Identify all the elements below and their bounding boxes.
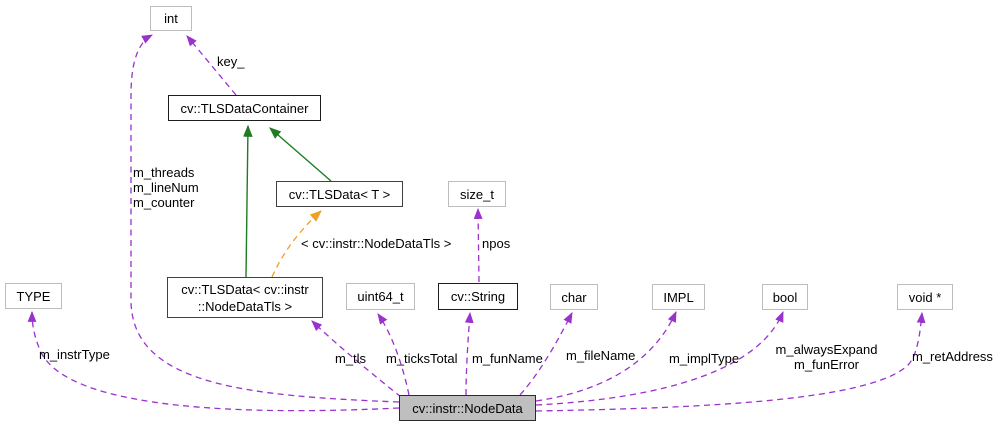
edge-string-npos-sizet — [473, 207, 483, 283]
edge-label-impltype: m_implType — [669, 351, 740, 366]
edge-label-template-args: < cv::instr::NodeDataTls > — [301, 236, 452, 251]
class-node-uint64: uint64_t — [346, 283, 415, 310]
edge-label-npos: npos — [482, 236, 511, 251]
class-node-char-label: char — [561, 289, 587, 305]
edge-tlsdatanode-template-tlsdatat — [271, 210, 322, 278]
class-node-tlsdata-nodedatatls[interactable]: cv::TLSData< cv::instr ::NodeDataTls > — [167, 277, 323, 318]
class-node-int-label: int — [164, 11, 178, 26]
edge-nodedata-tls-tlsdatanode — [311, 320, 402, 398]
class-node-voidptr: void * — [897, 284, 953, 310]
class-node-nodedata-current: cv::instr::NodeData — [399, 395, 536, 421]
class-node-impl-label: IMPL — [663, 289, 694, 305]
edge-label-tls: m_tls — [335, 351, 367, 366]
edge-nodedata-alwaysexpand-bool — [535, 310, 784, 406]
class-node-int: int — [150, 6, 192, 31]
edge-tlsdatanode-inherits-tlscontainer — [243, 124, 253, 278]
edge-label-expand-error: m_alwaysExpand m_funError — [775, 342, 878, 372]
class-node-bool-label: bool — [772, 289, 798, 305]
class-node-tlsdata-nodedatatls-label: cv::TLSData< cv::instr ::NodeDataTls > — [181, 281, 309, 314]
edge-label-key: key_ — [217, 54, 245, 69]
class-node-tlsdatacontainer-label: cv::TLSDataContainer — [180, 100, 309, 116]
edge-label-instrtype: m_instrType — [39, 347, 110, 362]
class-node-type: TYPE — [5, 283, 62, 309]
class-node-sizet: size_t — [448, 181, 506, 207]
edge-label-funname: m_funName — [472, 351, 543, 366]
class-node-tlsdatacontainer[interactable]: cv::TLSDataContainer — [168, 95, 321, 121]
edge-tlscontainer-key-int — [186, 35, 237, 96]
edge-nodedata-instrtype-type — [27, 310, 400, 412]
edge-tlsdatat-inherits-tlscontainer — [269, 127, 332, 182]
edge-label-tickstotal: m_ticksTotal — [386, 351, 458, 366]
class-node-type-label: TYPE — [16, 288, 51, 304]
class-node-tlsdata-t[interactable]: cv::TLSData< T > — [276, 181, 403, 207]
class-node-cvstring-label: cv::String — [450, 289, 506, 304]
class-node-impl: IMPL — [652, 284, 705, 310]
edge-label-filename: m_fileName — [566, 348, 636, 363]
edge-nodedata-retaddress-voidptr — [535, 311, 926, 412]
edge-nodedata-tickstotal-uint64 — [377, 313, 410, 396]
class-node-sizet-label: size_t — [460, 186, 494, 202]
class-node-voidptr-label: void * — [908, 289, 942, 305]
edge-nodedata-counters-int — [130, 34, 400, 403]
class-node-tlsdata-t-label: cv::TLSData< T > — [288, 186, 391, 202]
class-node-char: char — [550, 284, 598, 310]
class-node-cvstring[interactable]: cv::String — [438, 283, 518, 310]
edge-nodedata-funname-string — [464, 311, 474, 396]
edge-nodedata-impltype-impl — [535, 310, 677, 402]
class-node-nodedata-label: cv::instr::NodeData — [412, 400, 523, 416]
edge-nodedata-filename-char — [519, 312, 573, 396]
class-node-bool: bool — [762, 284, 808, 310]
edge-label-retaddress: m_retAddress — [912, 349, 993, 364]
edge-label-counters: m_threads m_lineNum m_counter — [133, 165, 199, 210]
class-node-uint64-label: uint64_t — [357, 289, 404, 304]
